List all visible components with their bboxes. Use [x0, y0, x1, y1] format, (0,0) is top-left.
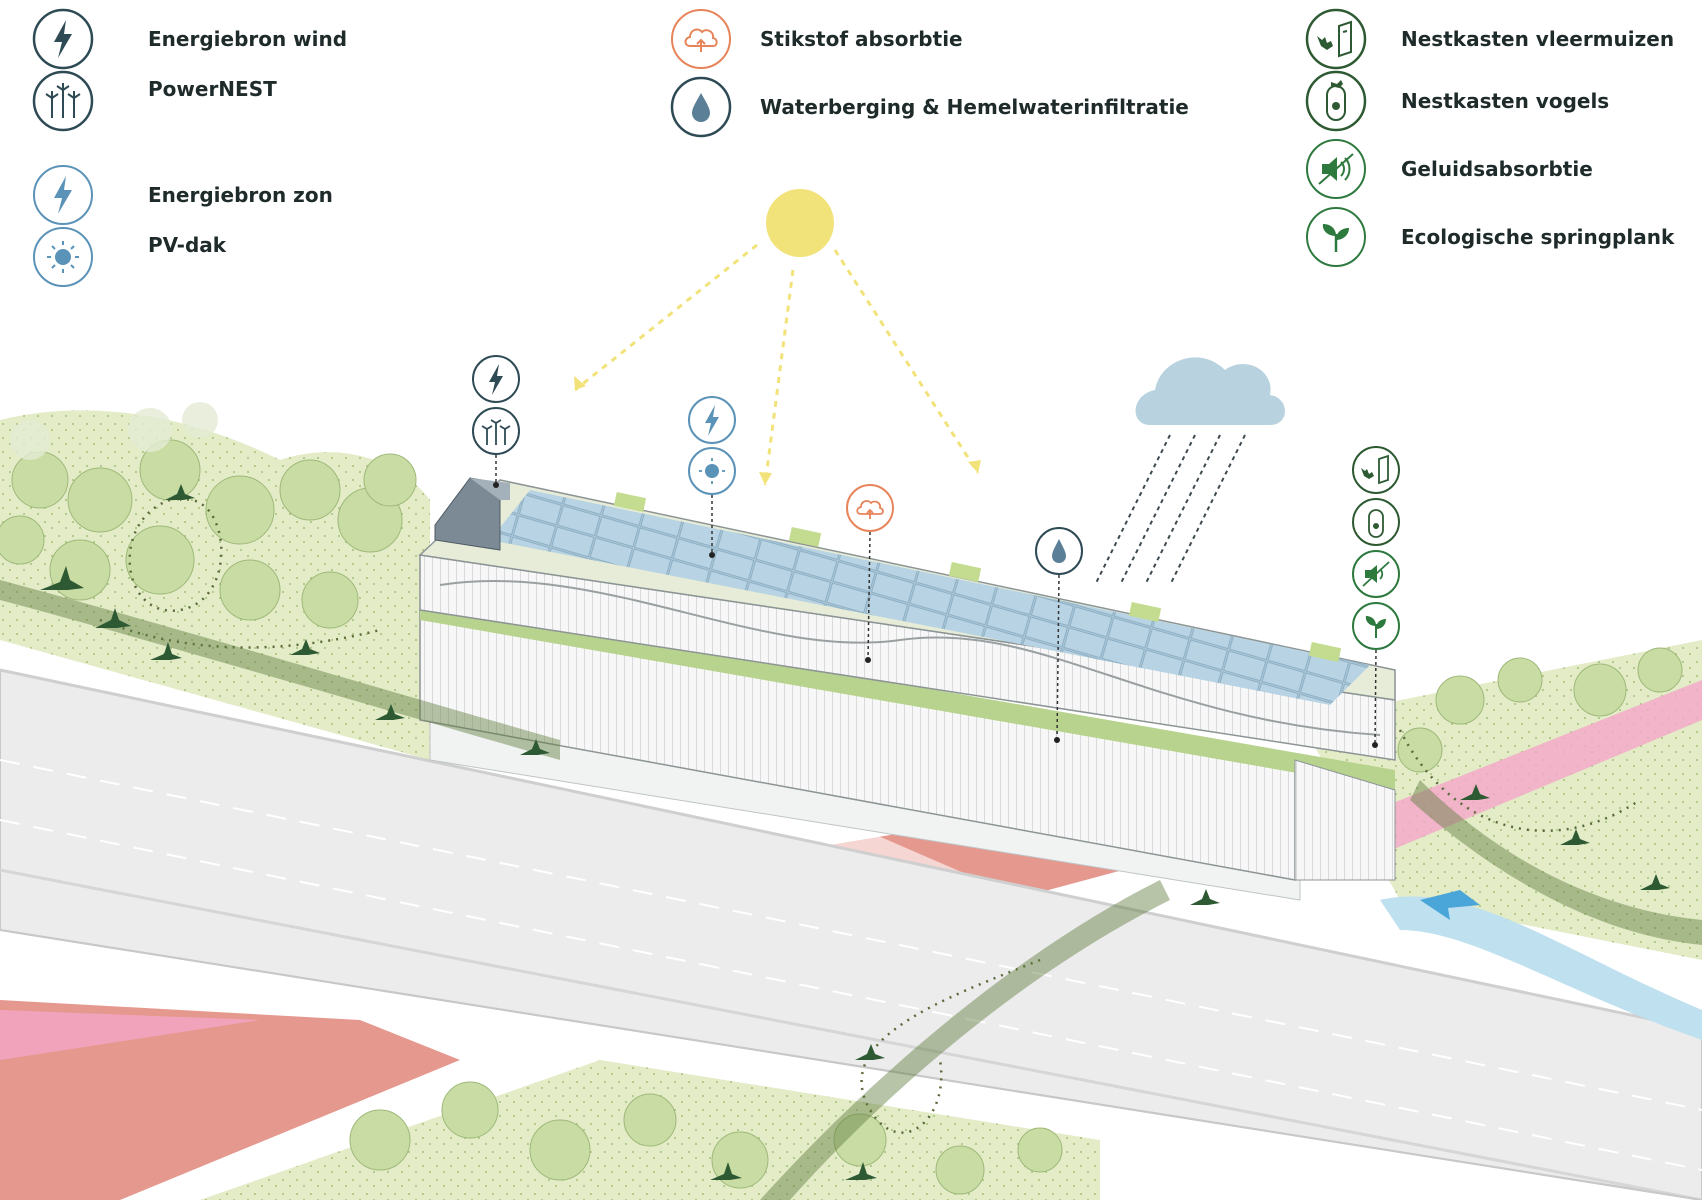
legend-label: Energiebron wind	[148, 27, 348, 51]
water-drop-icon	[670, 76, 732, 138]
wind-turbine-icon	[32, 70, 94, 132]
rain-cloud	[1094, 357, 1285, 586]
legend-label: Geluidsabsorbtie	[1401, 157, 1593, 181]
bat-box-icon	[1305, 8, 1367, 70]
sprout-icon	[1306, 207, 1366, 267]
legend-energy-wind: Energiebron wind	[32, 8, 347, 70]
legend-label: PowerNEST	[148, 77, 277, 101]
cloud-icon	[671, 9, 731, 69]
bird-box-icon	[1305, 70, 1367, 132]
water-stream	[1380, 896, 1702, 1040]
flow-arrow	[1420, 890, 1480, 920]
greenery-bottom	[0, 1000, 1100, 1200]
lightning-icon	[33, 165, 93, 225]
legend-birds: Nestkasten vogels	[1305, 70, 1609, 132]
legend-label: Energiebron zon	[148, 183, 333, 207]
legend-bats: Nestkasten vleermuizen	[1305, 8, 1674, 70]
legend-powernest: PowerNEST	[32, 70, 277, 132]
ecological-corridors	[0, 580, 1702, 1200]
legend-water: Waterberging & Hemelwaterinfiltratie	[670, 76, 1189, 138]
legend-sound: Geluidsabsorbtie	[1305, 138, 1593, 200]
legend-energy-sun: Energiebron zon	[32, 164, 333, 226]
bird-trails	[99, 498, 1641, 1134]
sun	[766, 189, 834, 257]
leader-lines	[495, 455, 1377, 746]
legend-label: Stikstof absorbtie	[760, 27, 963, 51]
sun-icon	[33, 227, 93, 287]
greenery-left	[0, 402, 430, 760]
highway	[0, 668, 1702, 1200]
sound-absorption-icon	[1306, 139, 1366, 199]
legend-label: Ecologische springplank	[1401, 225, 1675, 249]
legend-label: PV-dak	[148, 233, 227, 257]
legend-label: Waterberging & Hemelwaterinfiltratie	[760, 95, 1189, 119]
legend-label: Nestkasten vleermuizen	[1401, 27, 1675, 51]
legend-nitrogen: Stikstof absorbtie	[670, 8, 963, 70]
legend-label: Nestkasten vogels	[1401, 89, 1610, 113]
birds	[40, 484, 1670, 1180]
lightning-icon	[32, 8, 94, 70]
legend-pv-roof: PV-dak	[32, 226, 226, 288]
legend-eco: Ecologische springplank	[1305, 206, 1674, 268]
building	[418, 477, 1396, 901]
sun-rays	[574, 243, 980, 486]
